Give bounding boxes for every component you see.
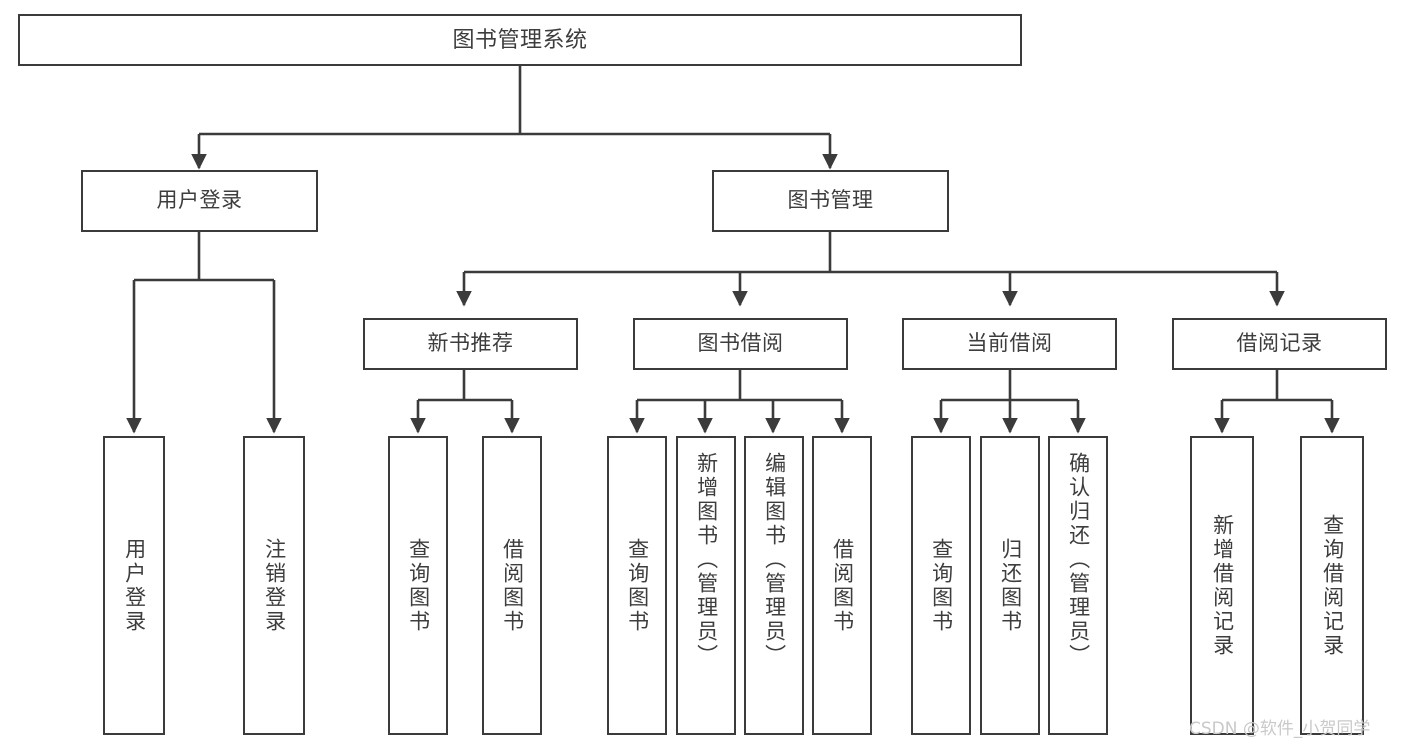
node-label: 当前借阅 [966, 331, 1053, 355]
leaf-query-book-borrow[interactable]: 查询图书 [607, 436, 667, 735]
leaf-borrow-book-recommend[interactable]: 借阅图书 [482, 436, 542, 735]
node-label: 用户登录 [122, 537, 146, 634]
node-label: 新增借阅记录 [1210, 513, 1234, 658]
leaf-return-book[interactable]: 归还图书 [980, 436, 1040, 735]
node-label: 图书管理 [787, 188, 874, 212]
node-label: 确认归还（管理员） [1066, 452, 1090, 668]
leaf-user-login[interactable]: 用户登录 [103, 436, 165, 735]
node-current-borrowing[interactable]: 当前借阅 [902, 318, 1117, 370]
leaf-add-book-admin[interactable]: 新增图书（管理员） [676, 436, 736, 735]
node-label: 新书推荐 [427, 331, 514, 355]
node-label: 借阅图书 [500, 537, 524, 634]
node-label: 查询借阅记录 [1320, 513, 1344, 658]
node-label: 图书借阅 [697, 331, 784, 355]
node-book-borrowing[interactable]: 图书借阅 [633, 318, 848, 370]
node-borrowing-record[interactable]: 借阅记录 [1172, 318, 1387, 370]
node-label: 查询图书 [625, 537, 649, 634]
leaf-add-borrow-record[interactable]: 新增借阅记录 [1190, 436, 1254, 735]
node-label: 图书管理系统 [452, 27, 588, 53]
node-label: 查询图书 [406, 537, 430, 634]
leaf-borrow-book[interactable]: 借阅图书 [812, 436, 872, 735]
leaf-query-book-current[interactable]: 查询图书 [911, 436, 971, 735]
node-book-management[interactable]: 图书管理 [712, 170, 949, 232]
node-label: 查询图书 [929, 537, 953, 634]
node-root-book-management-system[interactable]: 图书管理系统 [18, 14, 1022, 66]
node-label: 新增图书（管理员） [694, 452, 718, 668]
node-label: 借阅记录 [1236, 331, 1323, 355]
node-label: 用户登录 [156, 188, 243, 212]
node-label: 归还图书 [998, 537, 1022, 634]
node-label: 借阅图书 [830, 537, 854, 634]
node-new-book-recommendation[interactable]: 新书推荐 [363, 318, 578, 370]
leaf-edit-book-admin[interactable]: 编辑图书（管理员） [744, 436, 804, 735]
node-label: 注销登录 [262, 537, 286, 634]
node-user-login[interactable]: 用户登录 [81, 170, 318, 232]
leaf-confirm-return-admin[interactable]: 确认归还（管理员） [1048, 436, 1108, 735]
csdn-watermark: CSDN @软件_小贺同学 [1189, 719, 1371, 739]
leaf-query-book-recommend[interactable]: 查询图书 [388, 436, 448, 735]
leaf-query-borrow-record[interactable]: 查询借阅记录 [1300, 436, 1364, 735]
leaf-logout-login[interactable]: 注销登录 [243, 436, 305, 735]
node-label: 编辑图书（管理员） [762, 452, 786, 668]
